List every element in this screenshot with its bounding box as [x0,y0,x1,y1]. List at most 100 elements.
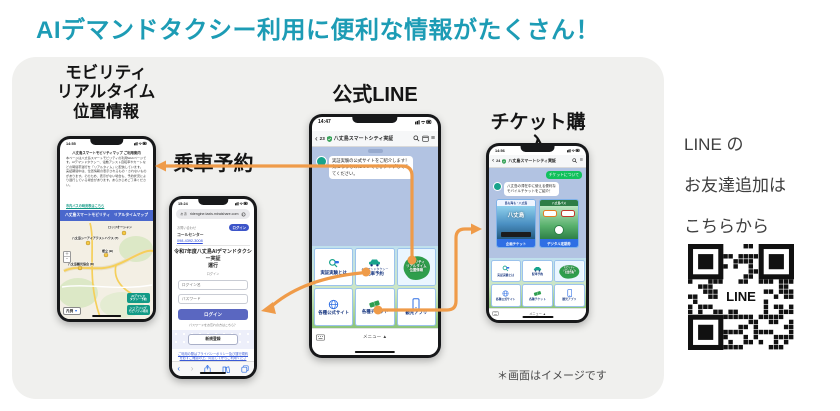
call-center-label: コールセンター [177,233,204,237]
map-pin-label: ロッジオーシャン [108,225,132,229]
login-name-input[interactable] [177,280,249,290]
login-chip[interactable]: ログイン [229,224,249,231]
hamburger-menu-icon[interactable]: ≡ [579,157,583,164]
legend-toggle[interactable]: 凡例 ▼ [63,307,81,315]
menu-tile-official-sites[interactable]: 各種公式サイト [490,283,521,307]
map-intro-text: 本ページは八丈島スマートモビリティの利用Webページです。AIデマンドタクシー、… [66,156,147,187]
unread-count: 23 [319,136,325,141]
verified-badge-icon [502,158,507,164]
forward-icon[interactable]: › [190,364,194,373]
tile-label: 実証実験とは [320,270,347,276]
digital-pass-button[interactable]: デジタル定期券 [540,239,578,247]
menu-tile-realtime-map[interactable]: モビリティ リアルタイム 位置情報 [396,248,436,287]
phone-notch [198,199,228,205]
label-mobility-realtime: モビリティ リアルタイム 位置情報 [56,64,156,121]
status-time: 14:55 [66,141,76,146]
ticket-card-pass[interactable]: 八丈島バス デジタル定期券 [539,199,579,248]
plan-ticket-button[interactable]: 企画チケット [497,239,535,247]
home-indicator [521,315,554,318]
ticket-icon [369,300,381,308]
calendar-icon[interactable] [422,135,429,142]
friend-add-text-3: こちらから [684,217,769,236]
realtime-map-banner: 八丈島スマートモビリティ リアルタイムマップ [60,210,153,221]
back-icon[interactable]: ‹ [492,156,495,164]
reader-icon[interactable]: ぁあ [180,211,188,216]
line-rich-menu: 実証実験とは 配車予約 モビリティ リアルタイム 位置情報 [489,258,586,308]
browser-address-bar[interactable]: ぁあ ridengine.taxis.miraishare.com [176,209,250,219]
tile-label: モビリティ リアルタイム 位置情報 [406,260,427,273]
unread-count: 24 [496,159,501,163]
forgot-password-link[interactable]: パスワードをお忘れの方はこちら？ [188,322,237,327]
tile-label: 実証実験とは [497,272,515,277]
bus-timetable-link[interactable]: 市内バスの時刻表はこちら [66,204,105,208]
menu-tile-about[interactable]: 実証実験とは [490,259,521,283]
smartphone-icon [566,289,572,297]
login-button[interactable]: ログイン [177,309,249,320]
phone-ticket-purchase: 14:56 ‹ 24 八丈島スマートシティ実証 ≡ チケットについ [486,143,589,323]
card-tag: 島も海も・八丈島 [497,200,535,206]
chat-title: 八丈島スマートシティ実証 [333,136,394,142]
phone-mobility-map: 14:55 八丈島スマートモビリティマップ ご利用案内 本ページは八丈島スマート… [57,136,156,322]
taxi-car-icon [369,259,381,267]
account-avatar[interactable] [316,156,327,167]
search-icon[interactable] [572,158,578,164]
back-icon[interactable]: ‹ [315,133,318,143]
pass-badge [543,210,557,217]
menu-tile-tourism-app[interactable]: 観光アプリ [396,288,436,326]
hamburger-menu-icon[interactable]: ≡ [430,135,435,142]
line-qr-code: LINE [688,244,794,350]
zoom-out-button[interactable]: − [64,256,70,262]
keyboard-icon[interactable] [492,311,499,316]
card-photo-title: 八丈島 [507,213,525,219]
service-title: 令和7年度八丈島AIデマンドタクシー実証 運行 [174,249,252,269]
globe-icon [502,290,509,297]
register-button[interactable]: 新規登録 [188,333,238,345]
tile-label: 観光アプリ [405,310,428,316]
menu-tile-dispatch[interactable]: 配車予約 [522,259,553,283]
rich-menu-toggle-bar[interactable]: メニュー ▲ [489,308,586,318]
ticket-card-plan[interactable]: 島も海も・八丈島 八丈島 企画チケット [496,199,536,248]
phone-notch [520,146,555,152]
menu-tile-tickets[interactable]: 各種チケット [355,288,395,326]
menu-tile-about[interactable]: 実証実験とは [314,248,354,287]
ai-taxi-reserve-button[interactable]: AIデマンド タクシー予約 [126,293,150,304]
rich-menu-toggle-bar[interactable]: メニュー ▲ [312,328,438,345]
image-disclaimer-note: ＊画面はイメージです [497,370,607,382]
map-pin-label: 八丈島観光協会 (D) [68,262,94,266]
menu-tile-official-sites[interactable]: 各種公式サイト [314,288,354,326]
phone-ride-booking: 15:24 ぁあ ridengine.taxis.miraishare.com … [169,196,257,379]
line-rich-menu: 実証実験とは AIデマンドタクシー 配車予約 モビリティ リアルタイム 位置情報 [312,246,438,328]
menu-tile-tourism-app[interactable]: 観光アプリ [554,283,585,307]
phone-notch [352,117,398,123]
legend-label: 凡例 [66,308,74,313]
menu-tile-tickets[interactable]: 各種チケット [522,283,553,307]
tabs-icon[interactable] [241,365,249,373]
user-message-bubble: チケットについて [545,171,582,179]
reload-icon[interactable] [241,212,246,217]
password-input[interactable] [177,294,249,304]
phone-number-link[interactable]: 098-4392-3008 [177,239,203,243]
magnifier-car-icon [328,259,339,268]
login-section-label: ログイン [206,272,220,276]
status-icons [415,119,432,125]
back-icon[interactable]: ‹ [177,364,181,373]
card-caption-strip [501,232,531,237]
status-icons [235,201,248,206]
home-indicator [91,314,122,317]
map-zoom-control[interactable]: ＋ − [63,251,71,263]
menu-tile-realtime-map[interactable]: モビリティ リアルタイム 位置情報 [554,259,585,283]
menu-bar-label: メニュー ▲ [362,334,388,339]
card-tag: 八丈島バス [540,200,578,206]
search-icon[interactable] [413,135,420,142]
menu-tile-dispatch[interactable]: AIデマンドタクシー 配車予約 [355,248,395,287]
sharing-mobility-button[interactable]: シェアリング モビリティ利用 [126,305,150,315]
account-avatar[interactable] [493,181,502,191]
line-message-bubble: 実証実験の公式サイトをご紹介します！ 気になるものについてぜひタップしてみてくだ… [329,156,413,180]
url-text: ridengine.taxis.miraishare.com [189,212,239,216]
map-canvas[interactable]: ロッジオーシャン 八丈島シーアイアテストハウス (T) 樫立 (B) 八丈島観光… [60,221,153,319]
chat-title: 八丈島スマートシティ実証 [508,158,557,163]
zoom-in-button[interactable]: ＋ [65,251,69,256]
keyboard-icon[interactable] [316,333,325,341]
phone-official-line: 14:47 ‹ 23 八丈島スマートシティ実証 ≡ [309,114,441,358]
home-indicator [199,371,227,374]
